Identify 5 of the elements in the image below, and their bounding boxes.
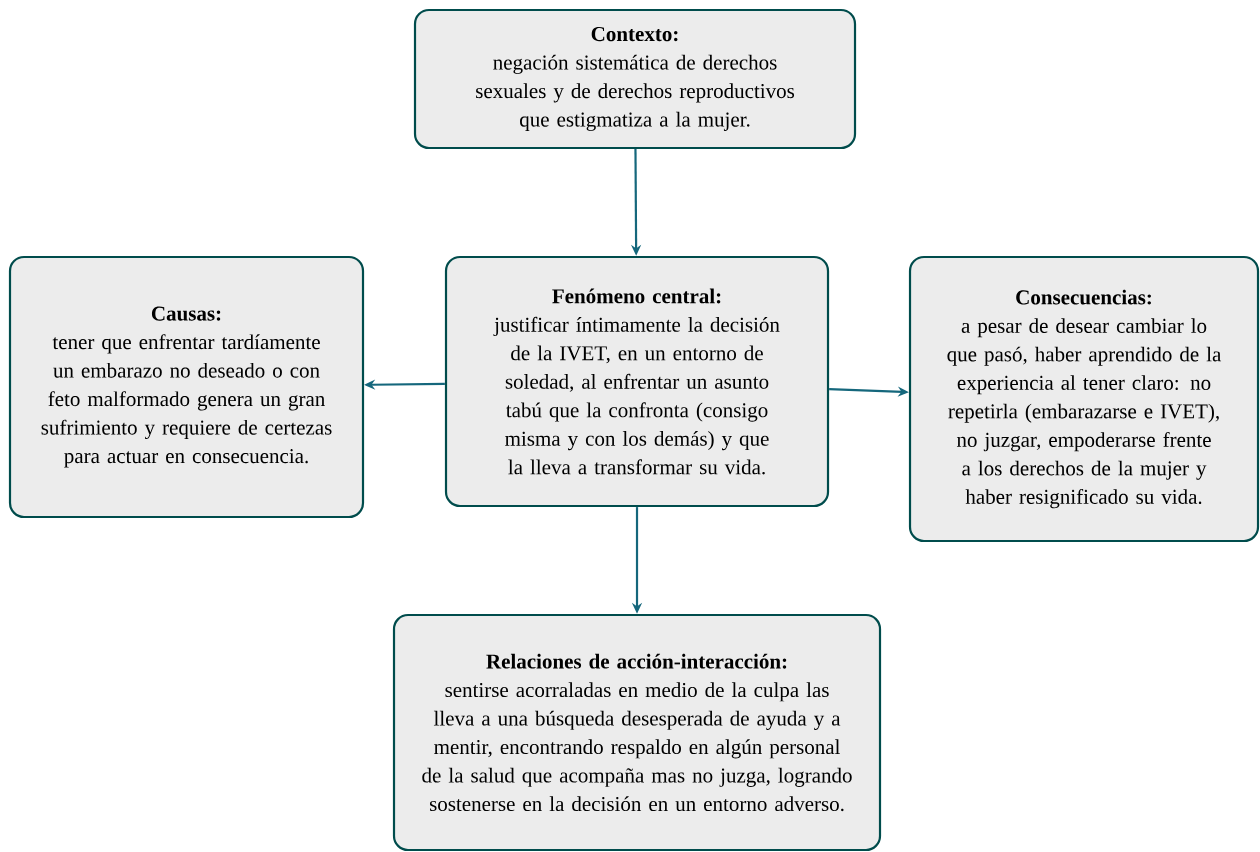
concept-box: Consecuencias: a pesar de desear cambiar lo que pasó, haber aprendido de la experiencia al tener claro: no repetirla (embarazarse e IVET), no juzgar, empoderarse frente a los derechos de la mujer y haber resignificado su vida. — [908, 255, 1260, 543]
concept-box: Relaciones de acción-interacción: sentirse acorraladas en medio de la culpa las lleva a una búsqueda desesperada de ayuda y a mentir, encontrando respaldo en algún personal de la salud que acompaña mas no juzga, logrando sostenerse en la decisión en un entorno adverso. — [392, 613, 882, 852]
concept-box: Causas: tener que enfrentar tardíamente un embarazo no deseado o con feto malformado genera un gran sufrimiento y requiere de certezas para actuar en consecuencia. — [8, 255, 365, 519]
concept-box: Contexto: negación sistemática de derechos sexuales y de derechos reproductivos que estigmatiza a la mujer. — [413, 8, 857, 150]
concept-box: Fenómeno central: justificar íntimamente la decisión de la IVET, en un entorno de soledad, al enfrentar un asunto tabú que la confronta (consigo misma y con los demás) y que la lleva a transformar su vida. — [444, 255, 830, 508]
